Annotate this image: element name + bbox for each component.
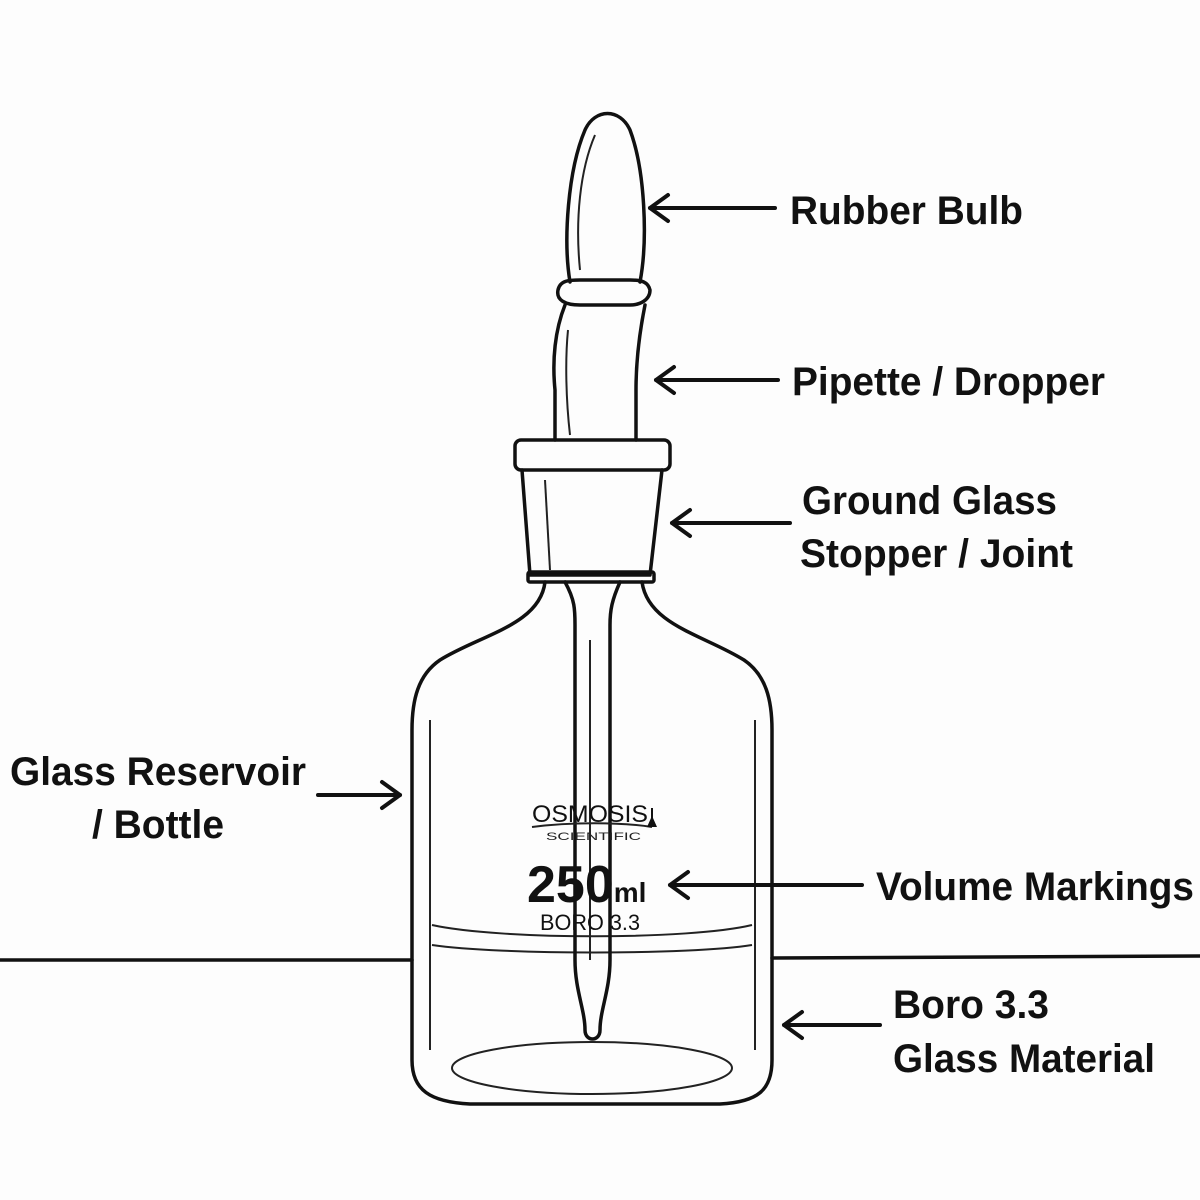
flask-icon (647, 808, 657, 827)
label-volume: Volume Markings (876, 865, 1194, 909)
glass-reservoir-bottle (410, 580, 774, 1106)
label-reservoir-line1: Glass Reservoir (10, 750, 306, 794)
table-surface-line (770, 954, 1200, 960)
rubber-bulb (556, 111, 652, 307)
label-material-line2: Glass Material (893, 1037, 1155, 1081)
label-stopper-line1: Ground Glass (802, 479, 1057, 523)
label-stopper-line2: Stopper / Joint (800, 532, 1073, 576)
arrow-volume (668, 870, 864, 900)
brand-sub-text: SCIENTIFIC (546, 831, 641, 843)
pipette-dropper (552, 303, 647, 442)
label-pipette: Pipette / Dropper (792, 360, 1105, 404)
arrow-material (782, 1010, 882, 1040)
arrow-pipette (654, 365, 780, 395)
volume-number: 250 (527, 856, 614, 914)
volume-marking: 250ml (527, 856, 646, 914)
arrow-rubber-bulb (648, 193, 777, 223)
brand-logo-swoosh (531, 822, 653, 828)
label-rubber-bulb: Rubber Bulb (790, 189, 1023, 233)
material-marking: BORO 3.3 (540, 910, 640, 935)
label-material-line1: Boro 3.3 (893, 983, 1049, 1027)
arrow-reservoir (316, 780, 402, 810)
arrow-stopper (670, 508, 792, 538)
label-reservoir-line2: / Bottle (92, 803, 224, 847)
ground-glass-stopper (513, 438, 672, 584)
volume-unit: ml (614, 877, 647, 908)
pipette-tube (563, 580, 622, 1041)
